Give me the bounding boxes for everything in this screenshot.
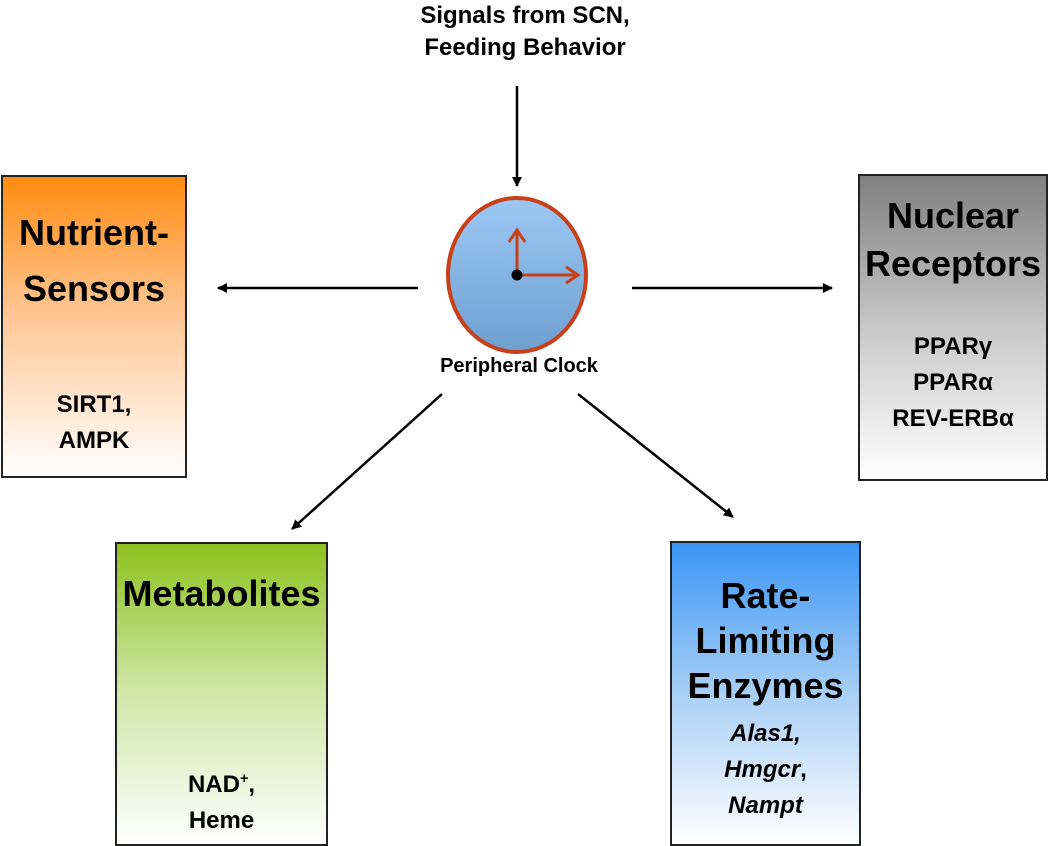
nad-base: NAD [187,771,240,798]
nutrient-sensors-box: Nutrient- Sensors SIRT1, AMPK [1,175,187,478]
enzyme-item-suffix: , [800,756,807,783]
nad-superscript: + [239,771,249,787]
arrow-clock-to-metabolites [291,393,443,530]
nad-suffix: , [248,771,256,798]
enzyme-item: Alas1, [730,720,801,747]
nuclear-receptors-title-line2: Receptors [864,243,1042,284]
metabolite-item-nad: NAD+, [117,767,326,803]
clock-hand-horizontal-tip [565,265,581,285]
enzyme-item-hmgcr: Hmgcr, [672,752,859,788]
arrow-clock-to-enzymes [577,393,734,518]
nuclear-receptors-title-line1: Nuclear [886,195,1020,236]
nuclear-receptors-items: PPARγ PPARα REV-ERBα [860,329,1046,437]
enzymes-title-line3: Enzymes [687,665,844,706]
nutrient-sensor-item: AMPK [58,427,130,454]
enzymes-title-line1: Rate- [720,575,811,616]
nutrient-sensors-title-line2: Sensors [22,268,166,309]
nuclear-receptor-item: REV-ERBα [892,405,1014,432]
nuclear-receptor-item: PPARγ [913,333,993,360]
enzymes-items: Alas1, Hmgcr, Nampt [672,716,859,824]
enzyme-item: Nampt [728,792,803,819]
clock-label: Peripheral Clock [440,355,598,377]
clock-icon [446,196,588,354]
clock-hand-vertical-tip [507,227,527,243]
nutrient-sensors-title: Nutrient- Sensors [3,205,185,317]
nutrient-sensor-item: SIRT1, [56,391,132,418]
metabolites-items: NAD+, Heme [117,767,326,839]
nutrient-sensors-title-line1: Nutrient- [19,212,169,253]
nuclear-receptor-item: PPARα [913,369,993,396]
metabolites-title: Metabolites [122,573,321,614]
enzyme-item: Hmgcr [724,756,801,783]
rate-limiting-enzymes-box: Rate- Limiting Enzymes Alas1, Hmgcr, Nam… [670,541,861,846]
enzymes-title-line2: Limiting [695,620,836,661]
clock-center-dot [511,269,523,281]
metabolite-item-heme: Heme [188,807,255,834]
nutrient-sensors-items: SIRT1, AMPK [3,387,185,459]
input-signals-label: Signals from SCN, Feeding Behavior [330,0,720,64]
input-signals-line2: Feeding Behavior [424,34,626,61]
input-signals-line1: Signals from SCN, [420,2,630,29]
enzymes-title: Rate- Limiting Enzymes [672,573,859,708]
metabolites-box: Metabolites NAD+, Heme [115,542,328,846]
nuclear-receptors-box: Nuclear Receptors PPARγ PPARα REV-ERBα [858,174,1048,481]
nuclear-receptors-title: Nuclear Receptors [860,192,1046,288]
